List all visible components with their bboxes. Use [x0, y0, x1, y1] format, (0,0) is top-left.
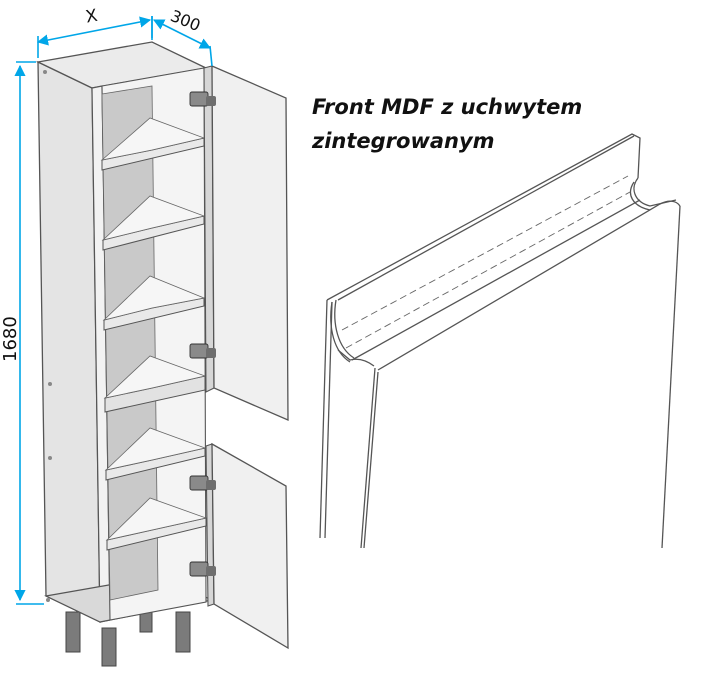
cabinet-left-side: [37, 60, 101, 624]
dimension-height-label: 1680: [0, 316, 21, 362]
cabinet-shelves: [100, 117, 208, 551]
dimension-depth-label: 300: [168, 6, 203, 35]
mdf-front-detail: [319, 133, 681, 549]
upper-door: [203, 65, 289, 421]
drawing-title-line-1: Front MDF z uchwytem: [312, 95, 583, 119]
tall-cabinet: [35, 41, 289, 667]
cabinet-legs: [65, 605, 191, 667]
dimension-width-label: X: [84, 6, 99, 28]
dimension-height: 1680: [0, 61, 44, 605]
hinge-icon: [189, 91, 216, 577]
dimension-width: X: [36, 6, 153, 58]
screw-dots: [43, 70, 52, 602]
drawing-title: Front MDF z uchwytem zintegrowanym: [312, 90, 692, 158]
lower-door: [205, 442, 289, 650]
drawing-title-line-2: zintegrowanym: [312, 129, 495, 153]
